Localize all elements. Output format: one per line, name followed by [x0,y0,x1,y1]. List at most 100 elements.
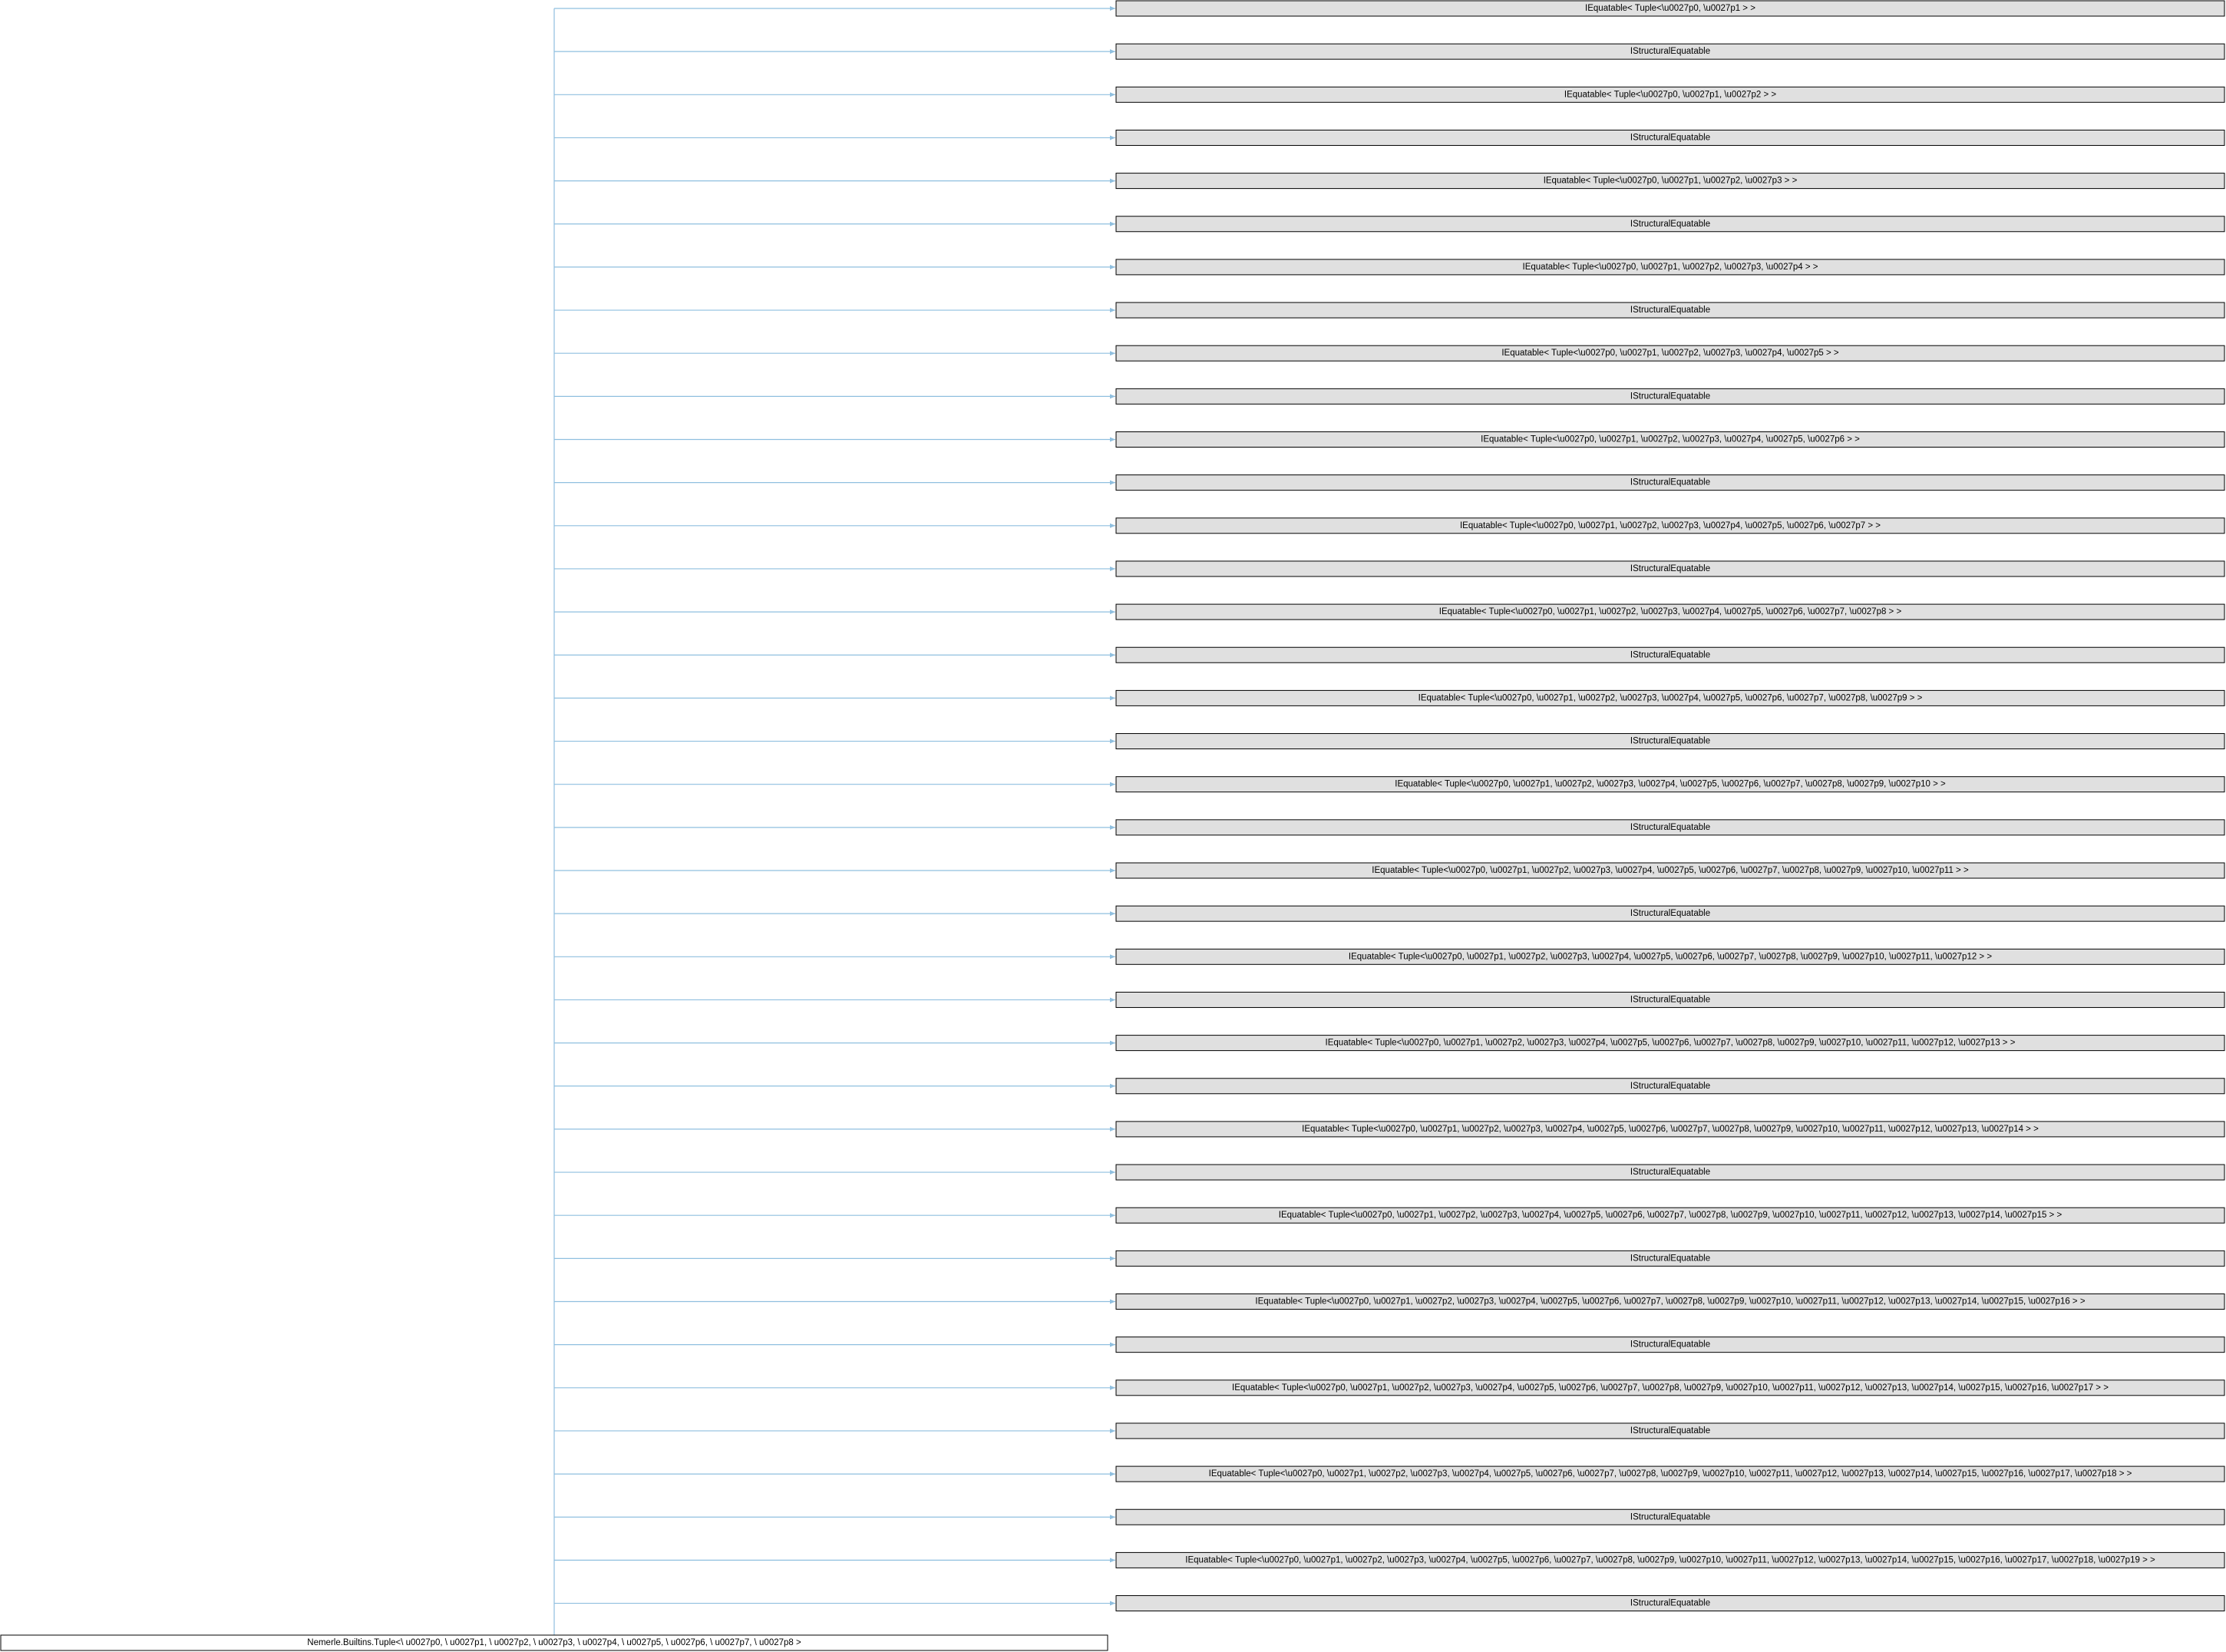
edge-arrowhead [1110,1040,1115,1046]
base-node-box[interactable] [1115,646,2225,663]
base-node[interactable]: IStructuralEquatable [1115,1164,2225,1181]
base-node-label: IEquatable< Tuple<\u0027p0, \u0027p1, \u… [1349,952,1992,961]
base-node-box[interactable] [1115,388,2225,405]
base-node-label: IStructuralEquatable [1630,392,1710,401]
base-node[interactable]: IStructuralEquatable [1115,905,2225,922]
base-node-label: IStructuralEquatable [1630,1426,1710,1436]
base-node-box[interactable] [1115,905,2225,922]
base-node-box[interactable] [1115,302,2225,319]
base-node[interactable]: IEquatable< Tuple<\u0027p0, \u0027p1, \u… [1115,1551,2225,1568]
base-node-box[interactable] [1115,1164,2225,1181]
base-node-box[interactable] [1115,0,2225,17]
base-node[interactable]: IEquatable< Tuple<\u0027p0, \u0027p1, \u… [1115,345,2225,362]
base-node[interactable]: IEquatable< Tuple<\u0027p0, \u0027p1, \u… [1115,1379,2225,1396]
base-node-box[interactable] [1115,474,2225,491]
base-node[interactable]: IEquatable< Tuple<\u0027p0, \u0027p1, \u… [1115,862,2225,879]
edge-arrowhead [1110,911,1115,917]
edge-arrowhead [1110,1299,1115,1304]
base-node-box[interactable] [1115,345,2225,362]
root-class-node[interactable]: Nemerle.Builtins.Tuple<\ u0027p0, \ u002… [0,1634,1108,1651]
base-node[interactable]: IEquatable< Tuple<\u0027p0, \u0027p1, \u… [1115,431,2225,448]
base-node-box[interactable] [1115,1379,2225,1396]
base-node[interactable]: IStructuralEquatable [1115,646,2225,663]
root-class-box[interactable] [0,1634,1108,1651]
edge-arrowhead [1110,1428,1115,1433]
base-node[interactable]: IStructuralEquatable [1115,302,2225,319]
base-node[interactable]: IEquatable< Tuple<\u0027p0, \u0027p1, \u… [1115,86,2225,103]
base-node[interactable]: IEquatable< Tuple<\u0027p0, \u0027p1 > > [1115,0,2225,17]
base-node[interactable]: IEquatable< Tuple<\u0027p0, \u0027p1, \u… [1115,948,2225,965]
edge-arrowhead [1110,351,1115,356]
base-node[interactable]: IStructuralEquatable [1115,43,2225,60]
base-node-box[interactable] [1115,1078,2225,1095]
base-node[interactable]: IStructuralEquatable [1115,1422,2225,1439]
base-node[interactable]: IStructuralEquatable [1115,388,2225,405]
root-class-label: Nemerle.Builtins.Tuple<\ u0027p0, \ u002… [307,1638,801,1647]
base-node-box[interactable] [1115,689,2225,706]
base-node[interactable]: IEquatable< Tuple<\u0027p0, \u0027p1, \u… [1115,173,2225,190]
base-node[interactable]: IStructuralEquatable [1115,819,2225,836]
base-node-box[interactable] [1115,819,2225,836]
base-node-box[interactable] [1115,862,2225,879]
base-node[interactable]: IStructuralEquatable [1115,733,2225,750]
base-node[interactable]: IEquatable< Tuple<\u0027p0, \u0027p1, \u… [1115,776,2225,793]
base-node-box[interactable] [1115,733,2225,750]
base-node-label: IEquatable< Tuple<\u0027p0, \u0027p1, \u… [1326,1039,2016,1048]
base-node[interactable]: IStructuralEquatable [1115,1595,2225,1612]
edge-arrowhead [1110,92,1115,97]
base-node[interactable]: IStructuralEquatable [1115,474,2225,491]
edge-arrowhead [1110,178,1115,183]
base-node[interactable]: IStructuralEquatable [1115,216,2225,233]
base-node-box[interactable] [1115,560,2225,577]
base-node-box[interactable] [1115,1508,2225,1525]
base-node[interactable]: IStructuralEquatable [1115,1336,2225,1353]
base-node-box[interactable] [1115,1422,2225,1439]
base-node-box[interactable] [1115,1551,2225,1568]
base-node-box[interactable] [1115,431,2225,448]
base-node[interactable]: IEquatable< Tuple<\u0027p0, \u0027p1, \u… [1115,1465,2225,1482]
base-node-box[interactable] [1115,129,2225,146]
edge-arrowhead [1110,997,1115,1003]
base-node[interactable]: IEquatable< Tuple<\u0027p0, \u0027p1, \u… [1115,603,2225,620]
base-node-label: IEquatable< Tuple<\u0027p0, \u0027p1 > > [1585,4,1755,13]
base-node-box[interactable] [1115,948,2225,965]
base-node-box[interactable] [1115,259,2225,276]
base-node[interactable]: IStructuralEquatable [1115,991,2225,1008]
edge-arrowhead [1110,523,1115,528]
base-node-box[interactable] [1115,1465,2225,1482]
base-node-box[interactable] [1115,991,2225,1008]
base-node[interactable]: IStructuralEquatable [1115,1078,2225,1095]
base-node-label: IEquatable< Tuple<\u0027p0, \u0027p1, \u… [1232,1383,2109,1393]
base-node-box[interactable] [1115,1294,2225,1310]
base-node-box[interactable] [1115,603,2225,620]
edge-arrowhead [1110,824,1115,830]
base-node-label: IStructuralEquatable [1630,306,1710,315]
base-node[interactable]: IEquatable< Tuple<\u0027p0, \u0027p1, \u… [1115,1035,2225,1052]
base-node[interactable]: IEquatable< Tuple<\u0027p0, \u0027p1, \u… [1115,1207,2225,1224]
base-node[interactable]: IEquatable< Tuple<\u0027p0, \u0027p1, \u… [1115,689,2225,706]
base-node-label: IEquatable< Tuple<\u0027p0, \u0027p1, \u… [1255,1297,2085,1307]
base-node-box[interactable] [1115,43,2225,60]
base-node-box[interactable] [1115,1035,2225,1052]
base-node-box[interactable] [1115,1595,2225,1612]
base-node-box[interactable] [1115,1121,2225,1138]
base-node[interactable]: IEquatable< Tuple<\u0027p0, \u0027p1, \u… [1115,1121,2225,1138]
base-node-box[interactable] [1115,517,2225,534]
base-node-label: IStructuralEquatable [1630,909,1710,918]
base-node[interactable]: IStructuralEquatable [1115,560,2225,577]
base-node-box[interactable] [1115,1250,2225,1267]
base-node-box[interactable] [1115,86,2225,103]
base-node-box[interactable] [1115,216,2225,233]
base-node[interactable]: IEquatable< Tuple<\u0027p0, \u0027p1, \u… [1115,259,2225,276]
base-node-box[interactable] [1115,1207,2225,1224]
base-node-box[interactable] [1115,173,2225,190]
base-node-box[interactable] [1115,1336,2225,1353]
edge-arrowhead [1110,437,1115,442]
base-node[interactable]: IEquatable< Tuple<\u0027p0, \u0027p1, \u… [1115,517,2225,534]
base-node[interactable]: IEquatable< Tuple<\u0027p0, \u0027p1, \u… [1115,1294,2225,1310]
base-node[interactable]: IStructuralEquatable [1115,129,2225,146]
base-node[interactable]: IStructuralEquatable [1115,1508,2225,1525]
edge-arrowhead [1110,135,1115,140]
base-node[interactable]: IStructuralEquatable [1115,1250,2225,1267]
base-node-box[interactable] [1115,776,2225,793]
